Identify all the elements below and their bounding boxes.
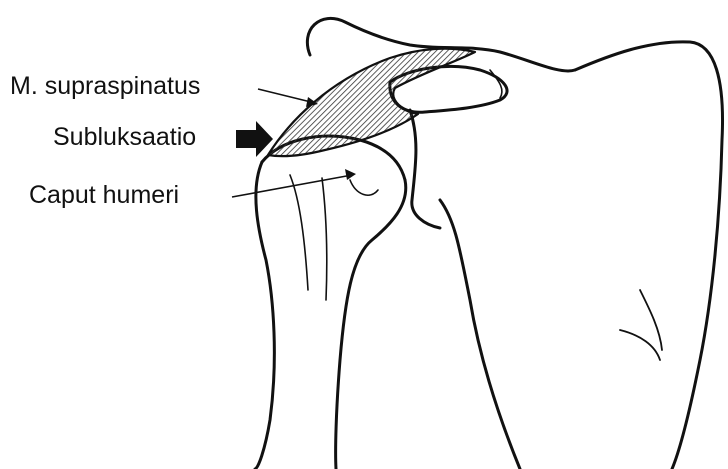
supraspinatus-leader	[258, 89, 315, 103]
humerus-medial	[336, 180, 406, 469]
scapula-contour	[620, 330, 660, 360]
humerus-lateral	[255, 162, 274, 469]
label-humeral-head: Caput humeri	[29, 183, 179, 208]
humeral-head-contour	[290, 175, 308, 290]
label-supraspinatus: M. supraspinatus	[10, 74, 200, 99]
scapula-medial-border	[440, 200, 520, 469]
humeral-head-contour	[322, 178, 327, 300]
caput-arrowhead	[345, 169, 356, 180]
scapula-contour	[640, 290, 662, 350]
subluxation-arrow-icon	[236, 121, 273, 157]
humeral-head-contour	[350, 180, 378, 195]
label-subluxation: Subluksaatio	[53, 125, 196, 150]
glenoid-neck	[410, 110, 440, 228]
scapula-outline	[575, 42, 723, 469]
supraspinatus-muscle	[268, 49, 475, 157]
